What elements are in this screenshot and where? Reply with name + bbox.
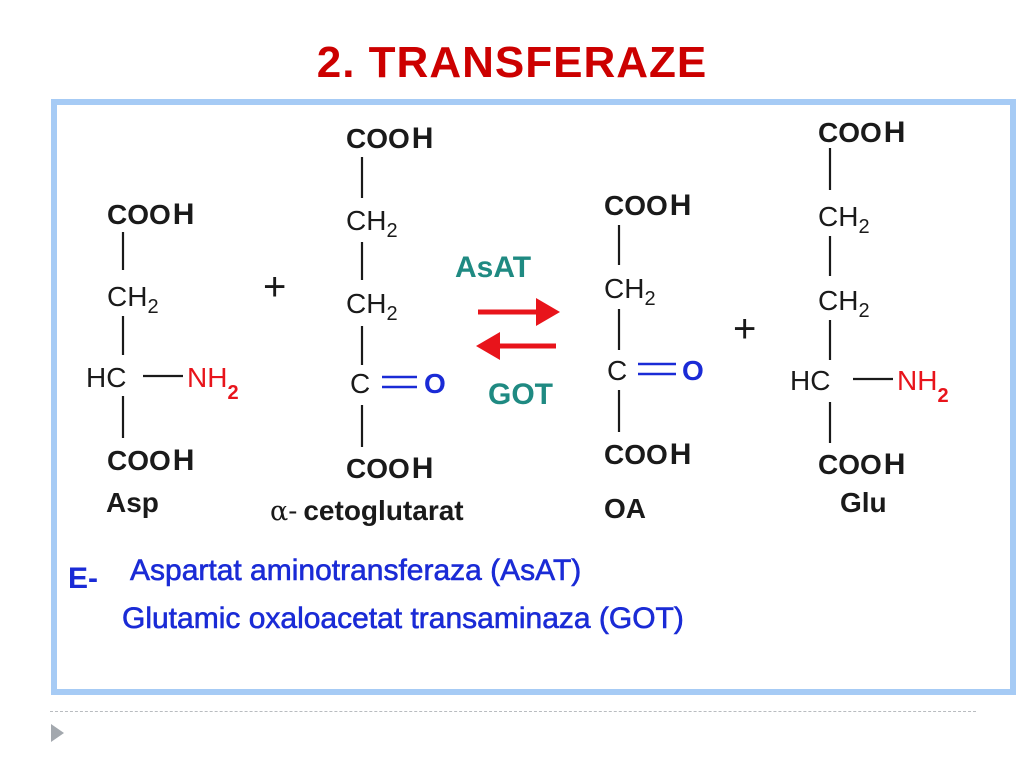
glu-cooh-bottom: COOH: [818, 448, 905, 481]
akg-ch2-a: CH2: [346, 205, 398, 242]
enzyme-name-line2: Glutamic oxaloacetat transaminaza (GOT): [122, 602, 684, 635]
enzyme-name-line1: Aspartat aminotransferaza (AsAT): [130, 554, 581, 587]
asp-nh2: NH2: [187, 362, 239, 404]
akg-cooh-bottom: COOH: [346, 452, 433, 485]
content-frame: [51, 99, 1016, 695]
footer-divider: [50, 711, 976, 712]
akg-name: α-cetoglutarat: [270, 495, 464, 527]
asp-cooh-top: COOH: [107, 198, 194, 231]
enzyme-label-asat: AsAT: [455, 251, 531, 284]
double-bonds: [382, 362, 676, 389]
glu-nh2: NH2: [897, 365, 949, 407]
oa-name: OA: [604, 493, 646, 524]
glu-name: Glu: [840, 487, 887, 518]
plus-sign-right: +: [733, 307, 756, 351]
glu-cooh-top: COOH: [818, 116, 905, 149]
akg-ch2-b: CH2: [346, 288, 398, 325]
oa-carbonyl-o: O: [682, 355, 704, 386]
akg-carbonyl-c: C: [350, 368, 370, 399]
forward-arrow-head: [536, 298, 560, 326]
bond-lines: [121, 148, 893, 447]
asp-cooh-bottom: COOH: [107, 444, 194, 477]
glu-ch2-a: CH2: [818, 201, 870, 238]
glu-hc: HC: [790, 365, 830, 396]
akg-carbonyl-o: O: [424, 368, 446, 399]
oa-cooh-top: COOH: [604, 189, 691, 222]
plus-sign-left: +: [263, 265, 286, 309]
oa-cooh-bottom: COOH: [604, 438, 691, 471]
asp-hc: HC: [86, 362, 126, 393]
oa-carbonyl-c: C: [607, 355, 627, 386]
reverse-arrow-head: [476, 332, 500, 360]
slide-title: 2. TRANSFERAZE: [316, 38, 708, 87]
akg-cooh-top: COOH: [346, 122, 433, 155]
oa-ch2: CH2: [604, 273, 656, 310]
bullet-arrow-icon: [51, 724, 64, 742]
enzyme-prefix: E-: [68, 562, 98, 595]
equilibrium-arrows: [476, 298, 560, 360]
enzyme-label-got: GOT: [488, 378, 553, 411]
glu-ch2-b: CH2: [818, 285, 870, 322]
asp-ch2: CH2: [107, 281, 159, 318]
asp-name: Asp: [106, 487, 159, 518]
